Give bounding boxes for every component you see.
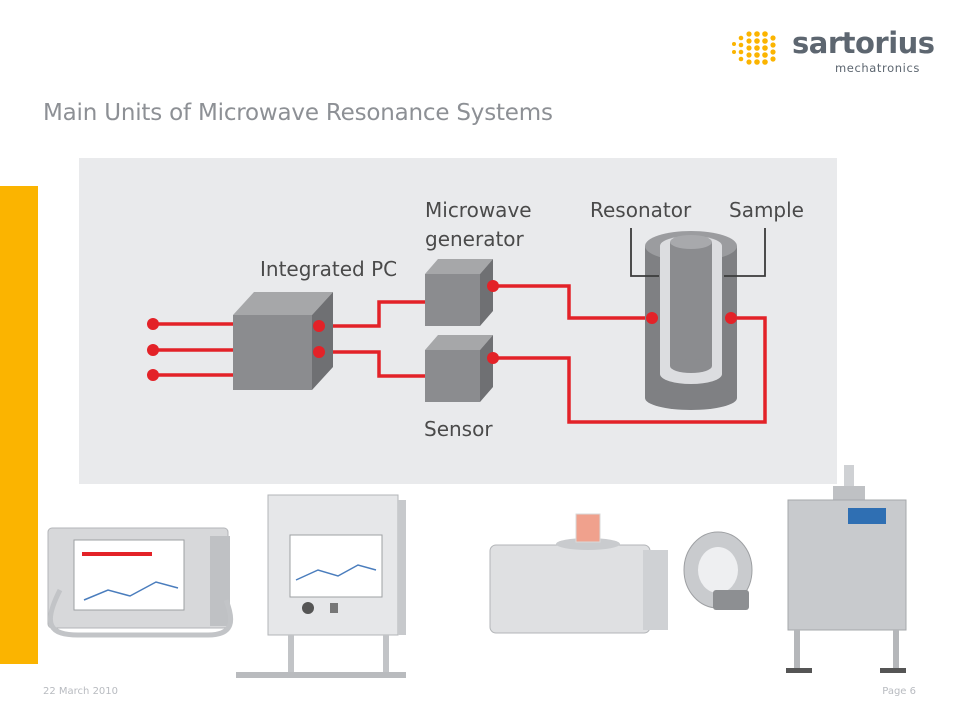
sensor-cube-icon <box>425 335 493 402</box>
logo-dots-icon <box>732 31 776 65</box>
benchtop-analyzer-icon <box>47 527 234 638</box>
footer-date: 22 March 2010 <box>43 686 119 697</box>
integrated-pc-cube-icon <box>233 292 333 390</box>
callout-brackets <box>630 228 766 277</box>
label-integrated-pc: Integrated PC <box>260 257 397 281</box>
signal-lines <box>153 284 767 424</box>
logo-subline: mechatronics <box>835 61 920 75</box>
resonator-cylinder-icon <box>645 231 737 410</box>
wall-mounted-enclosure-icon <box>236 494 406 678</box>
label-sensor: Sensor <box>424 417 493 441</box>
generator-to-resonator-line <box>493 284 652 320</box>
logo-wordmark: sartorius <box>792 26 935 60</box>
sartorius-logo: sartorius mechatronics <box>730 26 935 76</box>
system-diagram: Integrated PC Microwave generator Resona… <box>79 158 837 484</box>
accent-bar <box>0 186 38 664</box>
diagram-canvas: Integrated PC Microwave generator Resona… <box>147 198 804 441</box>
label-microwave-line1: Microwave <box>425 198 532 222</box>
label-resonator: Resonator <box>590 198 692 222</box>
page-title: Main Units of Microwave Resonance System… <box>43 100 553 126</box>
steel-cabinet-on-stand-icon <box>786 465 907 673</box>
product-photo-strip <box>38 440 938 690</box>
footer-page-number: Page 6 <box>882 686 916 697</box>
microwave-generator-cube-icon <box>425 259 493 326</box>
connection-dots <box>147 280 737 381</box>
resonator-callout <box>630 228 659 277</box>
lab-analyzer-with-sample-icon <box>489 513 668 634</box>
sample-callout <box>724 228 766 277</box>
pc-to-sensor-line <box>319 350 425 378</box>
ring-sensor-icon <box>683 531 753 610</box>
label-sample: Sample <box>729 198 804 222</box>
sensor-to-resonator-line <box>493 316 767 424</box>
label-microwave-line2: generator <box>425 227 525 251</box>
pc-to-generator-line <box>319 300 425 328</box>
